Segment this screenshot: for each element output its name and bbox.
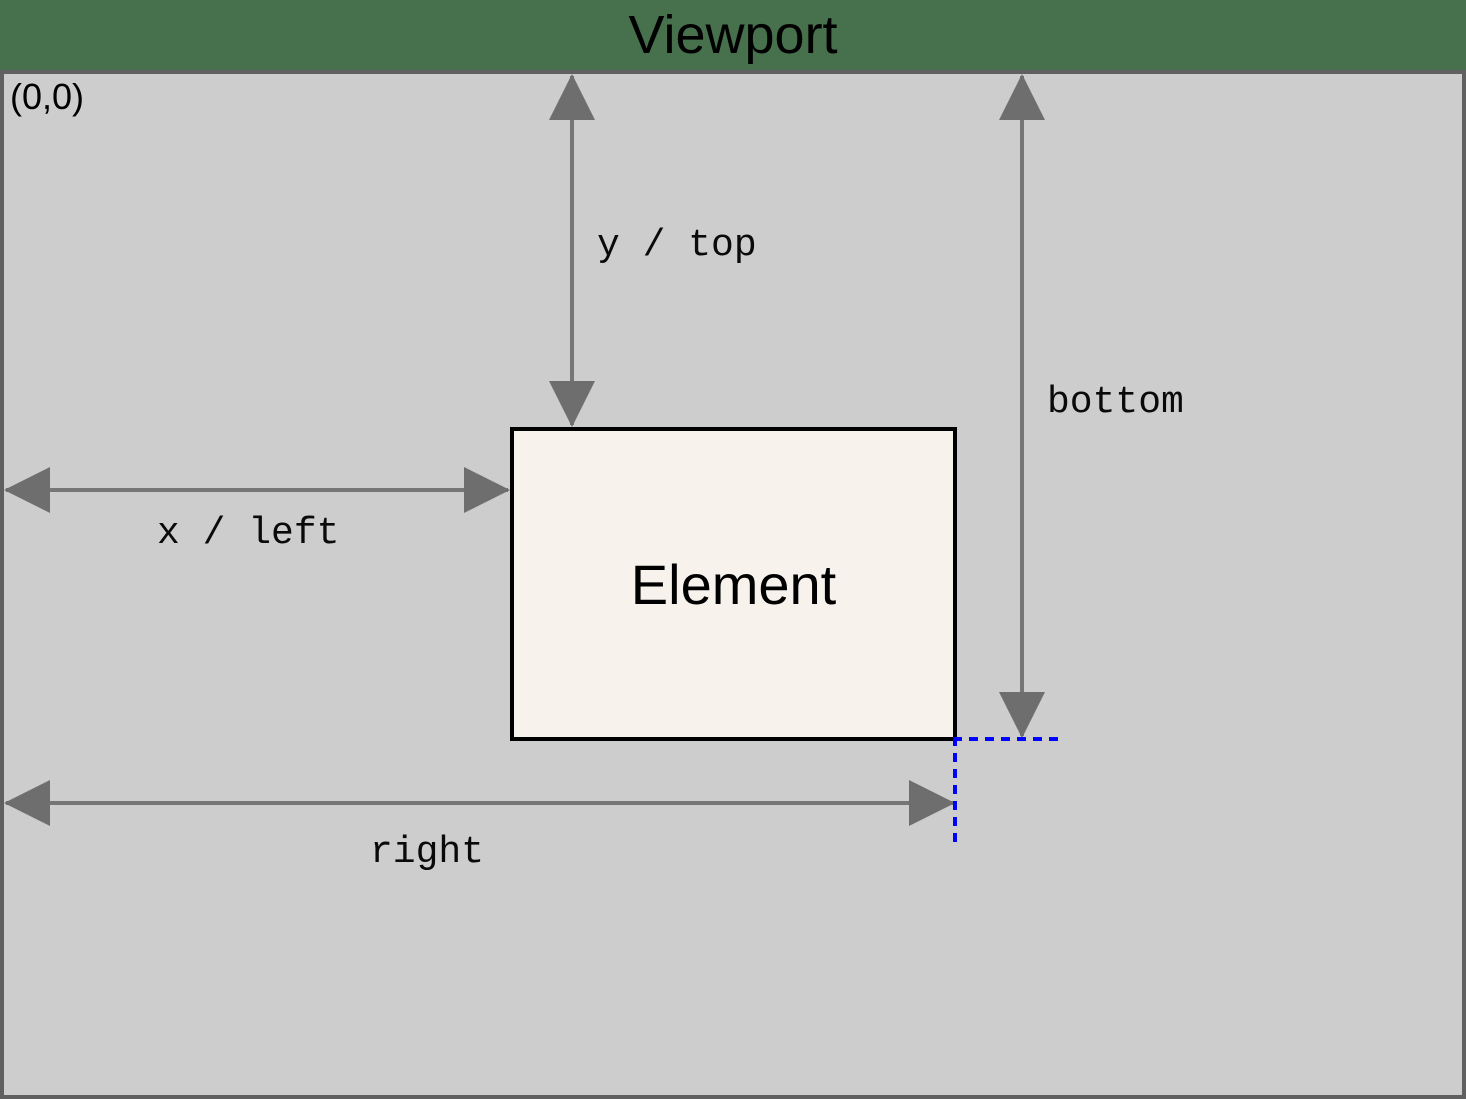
- arrowhead-right-icon: [464, 467, 510, 513]
- page-title: Viewport: [628, 5, 838, 65]
- bottom-label: bottom: [1047, 381, 1184, 424]
- arrowhead-left-icon: [4, 467, 50, 513]
- arrowhead-down-icon: [549, 381, 595, 427]
- bottom-guide-line: [953, 737, 1059, 741]
- origin-label: (0,0): [10, 76, 85, 117]
- right-arrow-shaft: [6, 801, 953, 805]
- arrowhead-left-icon: [4, 780, 50, 826]
- arrowhead-up-icon: [549, 74, 595, 120]
- element-label: Element: [630, 552, 837, 616]
- arrowhead-up-icon: [999, 74, 1045, 120]
- x-left-arrow-shaft: [6, 488, 508, 492]
- arrowhead-right-icon: [909, 780, 955, 826]
- right-guide-line: [953, 737, 957, 843]
- y-top-arrow-shaft: [570, 76, 574, 425]
- element-box: Element: [510, 427, 957, 741]
- bottom-arrow-shaft: [1020, 76, 1024, 736]
- bottom-arrow-icon: [999, 74, 1045, 738]
- right-label: right: [370, 831, 485, 874]
- x-left-arrow-icon: [4, 467, 510, 513]
- right-arrow-icon: [4, 780, 955, 826]
- y-top-arrow-icon: [549, 74, 595, 427]
- x-left-label: x / left: [157, 512, 340, 555]
- y-top-label: y / top: [597, 224, 757, 267]
- arrowhead-down-icon: [999, 692, 1045, 738]
